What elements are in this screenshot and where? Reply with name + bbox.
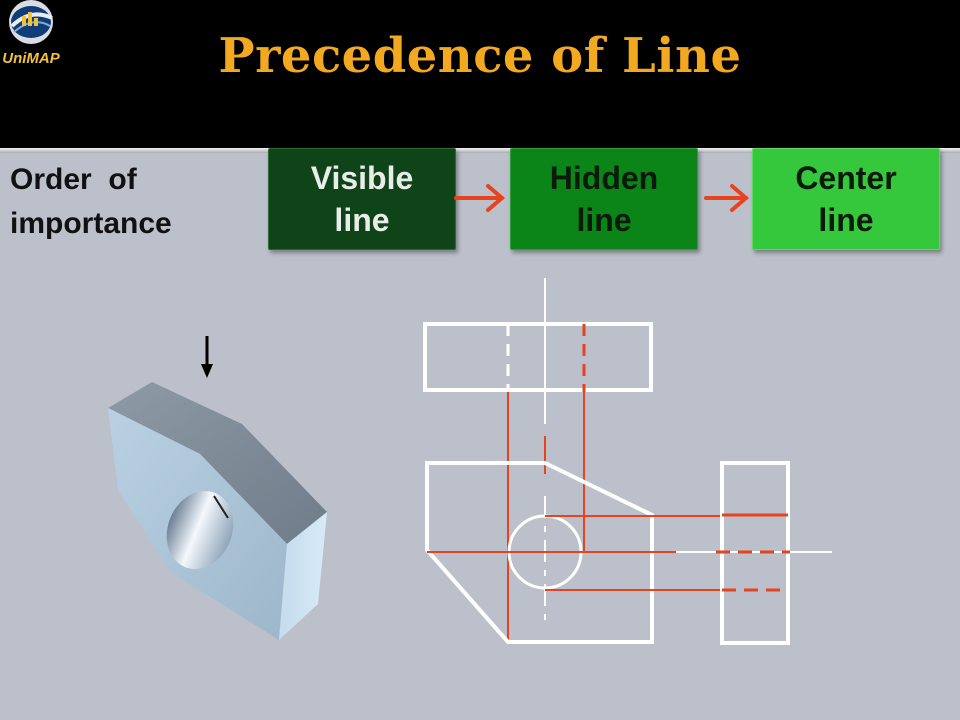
top-view-outline	[423, 322, 653, 392]
unimap-logo-icon: UniMAP	[2, 0, 61, 67]
arrow-down-icon	[201, 336, 213, 378]
part-side-face	[279, 512, 327, 640]
part-hole	[166, 491, 234, 569]
part-top-face	[108, 382, 327, 544]
center-line-box: Center line	[752, 148, 940, 250]
visible-box-line2: line	[334, 202, 390, 238]
isometric-part	[108, 382, 327, 640]
slide-header	[0, 0, 960, 148]
front-view-outline	[425, 461, 654, 644]
order-label-line1: Order of	[10, 163, 137, 196]
logo-text: UniMAP	[2, 50, 60, 67]
visible-box-line1: Visible	[310, 160, 414, 196]
hidden-line-box: Hidden line	[510, 148, 698, 250]
arrow-right-icon	[704, 184, 750, 212]
hidden-box-line1: Hidden	[549, 160, 659, 196]
hidden-box-line2: line	[576, 202, 632, 238]
header-divider	[0, 148, 960, 153]
center-box-line2: line	[818, 202, 874, 238]
slide-title: Precedence of Line	[218, 28, 742, 84]
order-of-importance-label: Order of importance	[10, 158, 260, 246]
center-box-line1: Center	[795, 160, 897, 196]
order-label-line2: importance	[10, 207, 172, 240]
arrow-right-icon	[454, 184, 506, 212]
orthographic-drawing	[423, 278, 832, 645]
visible-line-box: Visible line	[268, 148, 456, 250]
